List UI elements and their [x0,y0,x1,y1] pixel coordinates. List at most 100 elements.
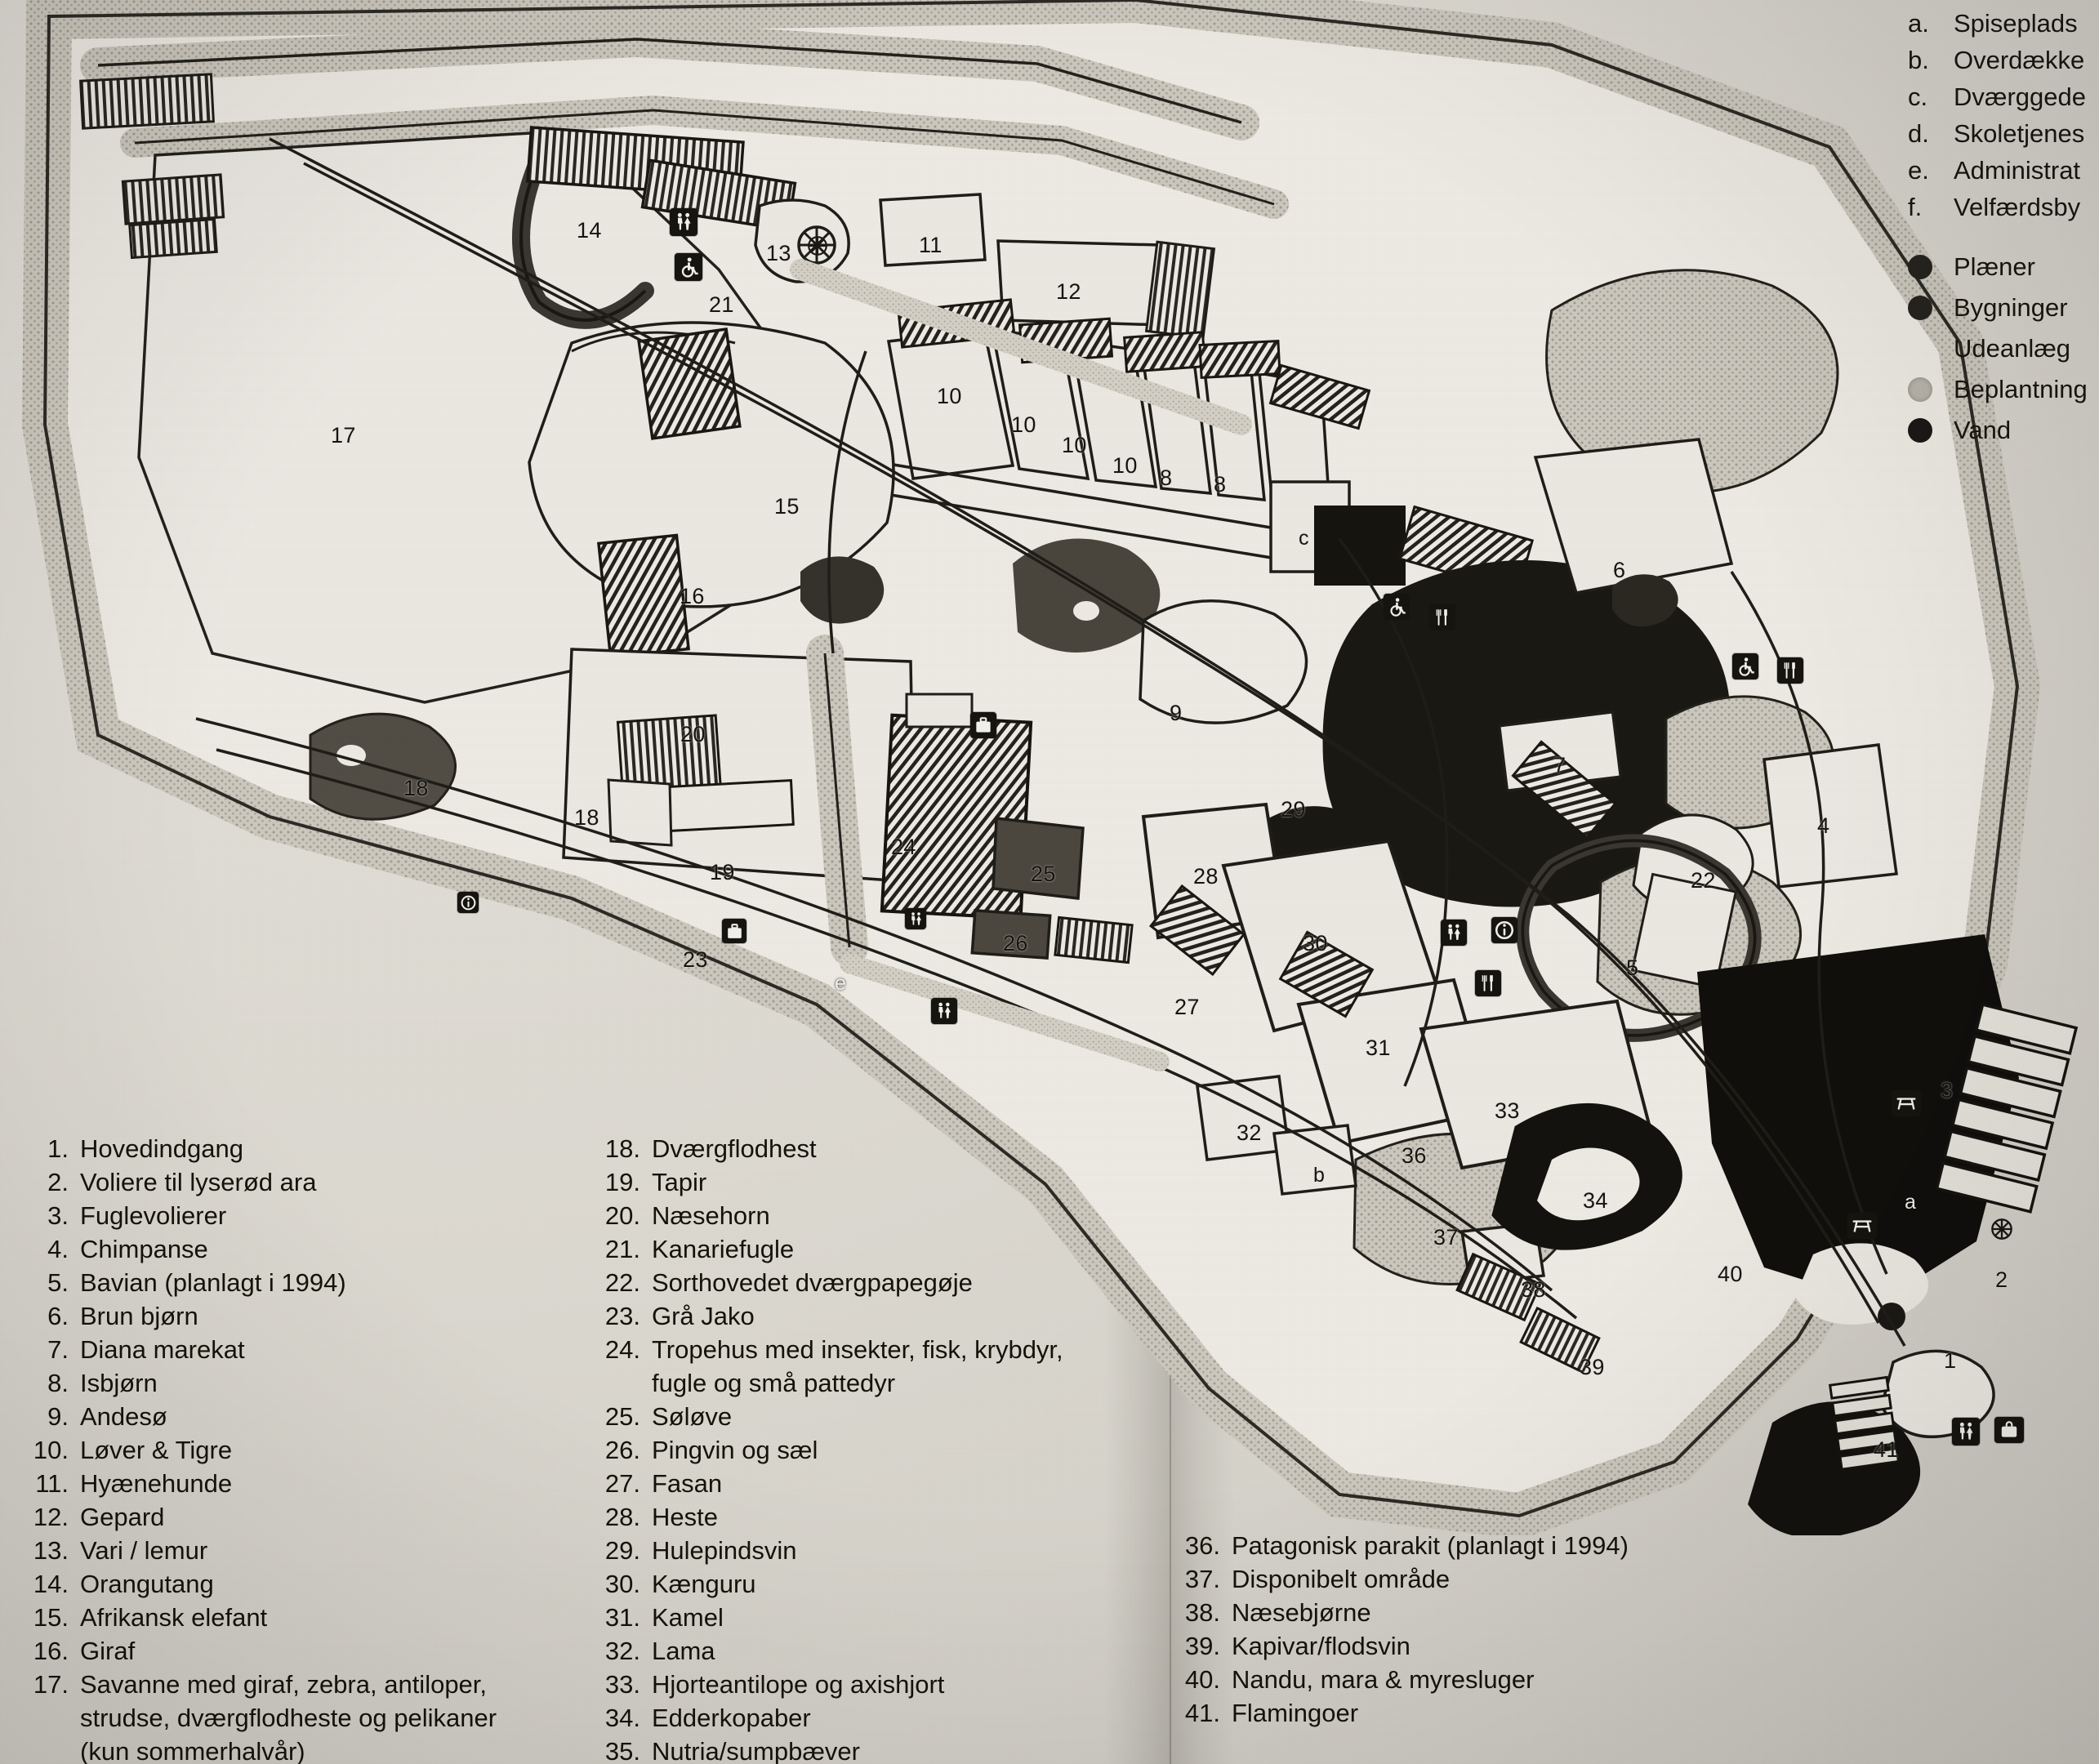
list-item-label: Fuglevolierer [80,1201,227,1230]
list-item: 40.Nandu, mara & myresluger [1170,1663,1758,1696]
list-item-label: Grå Jako [652,1302,755,1330]
list-item: 9.Andesø [18,1400,582,1433]
legend-swatch [1908,336,1932,361]
paddock-buildings [1148,884,1375,1018]
list-item-label: Tapir [652,1168,707,1196]
picnic-icon [1847,1213,1877,1239]
list-item-label: Andesø [80,1402,167,1431]
list-item-number: 7. [47,1335,69,1364]
list-item-label: Søløve [652,1402,733,1431]
legend-symbol-label: Plæner [1954,252,2035,281]
legend-letter-key: f. [1908,193,1923,221]
map-label-6: 6 [1613,558,1626,582]
list-item-number: 16. [33,1637,69,1665]
list-item-number: 3. [47,1201,69,1230]
map-label-34: 34 [1583,1188,1608,1213]
map-label-1: 1 [1944,1348,1957,1373]
list-item-number: 29. [604,1536,640,1565]
map-label-12: 12 [1056,279,1081,304]
map-label-c: c [1299,527,1309,550]
enclosure-11-12 [879,193,1216,340]
list-item-number: 5. [47,1268,69,1297]
list-item: 37.Disponibelt område [1170,1562,1758,1596]
list-item: 38.Næsebjørne [1170,1596,1758,1629]
list-item: 18. Dværgflodhest [590,1132,1145,1165]
list-item: 35.Nutria/sumpbæver [590,1735,1145,1764]
list-item-number: 38. [1184,1598,1220,1627]
map-label-16: 16 [680,584,705,608]
list-item-label: Hjorteantilope og axishjort [652,1670,945,1699]
map-label-38: 38 [1521,1277,1546,1302]
legend-symbol-label: Udeanlæg [1954,334,2071,363]
list-item-label: Kanariefugle [652,1235,795,1263]
enclosure-13-lemur [754,198,850,283]
map-label-30: 30 [1303,931,1328,956]
map-label-18: 18 [403,776,429,800]
list-item-number: 10. [33,1436,69,1464]
enclosure-18-lake [309,712,457,821]
list-item: 3. Fuglevolierer [18,1199,582,1232]
list-item: 15.Afrikansk elefant [18,1601,582,1634]
legend-symbol-row: Beplantning [1908,369,2099,410]
list-item-label: Diana marekat [80,1335,245,1364]
list-item: 39.Kapivar/flodsvin [1170,1629,1758,1663]
list-item-label: Edderkopaber [652,1704,811,1732]
list-item-label: Bavian (planlagt i 1994) [80,1268,346,1297]
map-label-4: 4 [1817,813,1830,838]
legend-symbol-row: Plæner [1908,247,2099,287]
wheelchair-icon [1384,594,1410,620]
list-item-number: 26. [604,1436,640,1464]
map-label-40: 40 [1718,1262,1743,1286]
map-label-13: 13 [766,241,791,265]
wheelchair-icon [675,253,702,281]
list-item: 23.Grå Jako [590,1299,1145,1333]
legend-swatch [1908,255,1932,279]
list-item-number: 40. [1184,1665,1220,1694]
map-label-41: 41 [1874,1437,1899,1462]
list-item: 16.Giraf [18,1634,582,1668]
list-item: 27.Fasan [590,1467,1145,1500]
perimeter-planting [21,0,2041,1535]
enclosure-19-20 [562,648,916,884]
list-item-number: 17. [33,1670,69,1699]
list-item-number: 28. [604,1503,640,1531]
list-item: 32.Lama [590,1634,1145,1668]
legend-symbol-row: Udeanlæg [1908,328,2099,369]
legend-swatch [1908,296,1932,320]
bag-icon [1994,1417,2024,1443]
list-item-continuation: fugle og små pattedyr [652,1369,896,1397]
list-item: 8.Isbjørn [18,1366,582,1400]
cutlery-icon [1475,970,1501,996]
list-item-number: 22. [604,1268,640,1297]
list-item-number: 11. [35,1469,69,1498]
map-label-21: 21 [709,292,734,317]
legend-letter-label: Spiseplads [1954,9,2078,38]
list-item-number: 24. [604,1335,640,1364]
list-item-label: Gepard [80,1503,165,1531]
list-item-number: 20. [604,1201,640,1230]
list-item-label: Kapivar/flodsvin [1232,1632,1410,1660]
toilet-icon [931,998,957,1024]
list-item-label: Chimpanse [80,1235,208,1263]
list-item-label: Sorthovedet dværgpapegøje [652,1268,973,1297]
aviary-row-3 [1935,1003,2079,1214]
list-item: 13.Vari / lemur [18,1534,582,1567]
map-label-3: 3 [1941,1078,1954,1102]
list-item: 24. Tropehus med insekter, fisk, krybdyr, [590,1333,1145,1366]
list-item: 41.Flamingoer [1170,1696,1758,1730]
list-item-label: Dværgflodhest [652,1134,817,1163]
list-item-label: Tropehus med insekter, fisk, krybdyr, [652,1335,1063,1364]
pond-9 [1139,599,1308,724]
list-item: 7. Diana marekat [18,1333,582,1366]
toilet-icon [670,208,697,236]
legend-symbol-row: Bygninger [1908,287,2099,328]
list-item-number: 19. [604,1168,640,1196]
list-item: 14.Orangutang [18,1567,582,1601]
list-item-label: Patagonisk parakit (planlagt i 1994) [1232,1531,1629,1560]
map-label-22: 22 [1691,868,1716,893]
map-label-32: 32 [1237,1120,1262,1145]
map-label-10: 10 [1011,412,1036,437]
list-item-number: 18. [604,1134,640,1163]
map-label-20: 20 [680,722,706,746]
